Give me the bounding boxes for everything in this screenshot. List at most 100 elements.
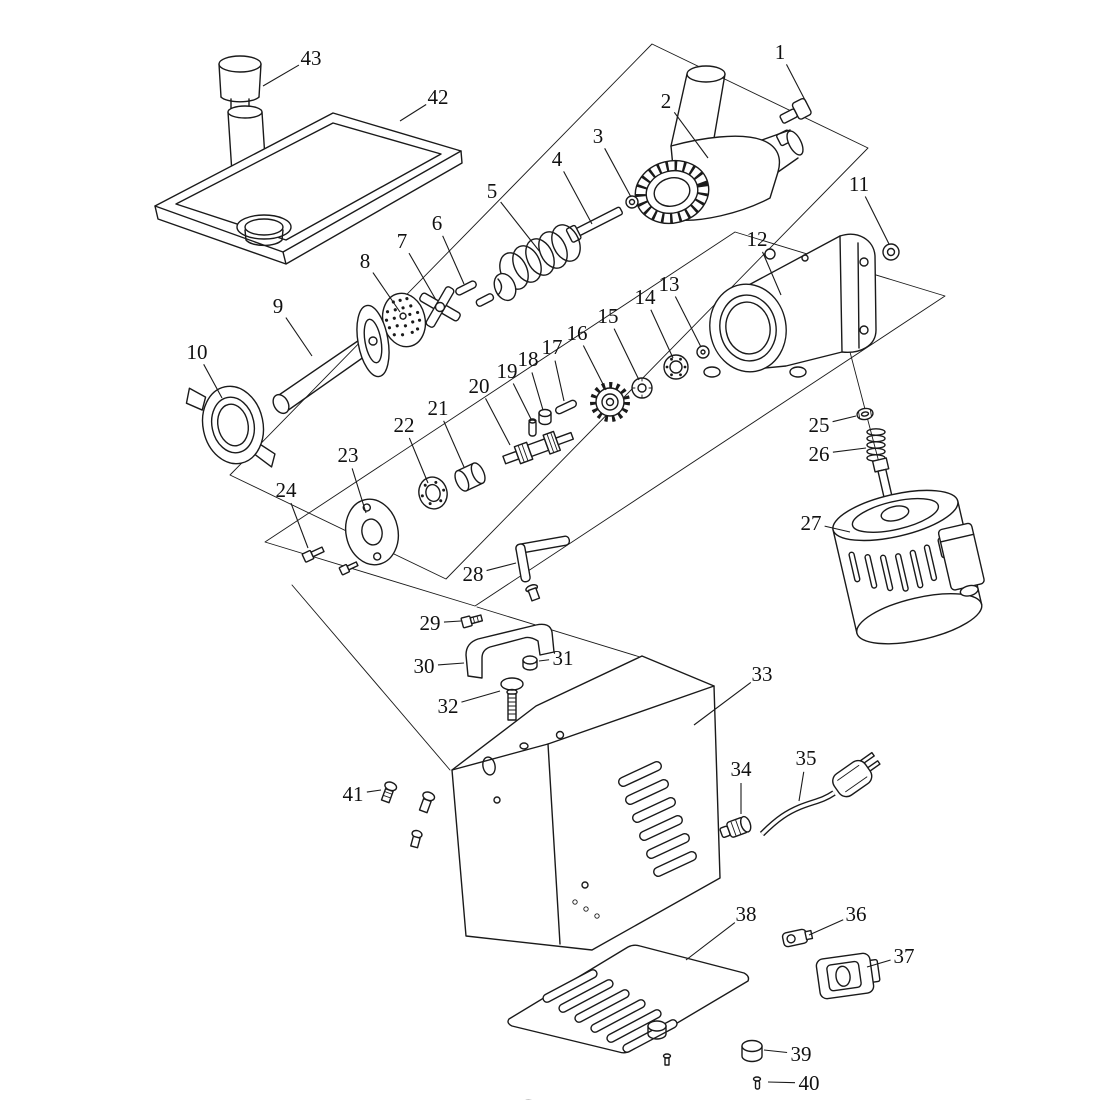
part-label-19: 19 [497, 359, 518, 383]
part-29-screw [460, 614, 484, 629]
part-11-circlip [882, 243, 900, 261]
leader-line-23 [351, 468, 367, 514]
part-30-handle [465, 623, 555, 679]
leader-line-11 [864, 196, 890, 245]
part-24-screws [301, 546, 359, 576]
leader-line-5 [500, 201, 541, 253]
leader-line-36 [808, 919, 844, 936]
footer-mark: C [516, 1093, 539, 1100]
leader-line-12 [762, 251, 782, 296]
leader-line-33 [693, 681, 752, 726]
part-label-40: 40 [799, 1071, 820, 1095]
part-label-11: 11 [849, 172, 869, 196]
part-label-9: 9 [273, 294, 284, 318]
part-10-locking-ring [185, 385, 276, 468]
leader-line-18 [531, 372, 544, 411]
part-label-16: 16 [567, 321, 588, 345]
part-label-21: 21 [428, 396, 449, 420]
part-27-motor [832, 457, 985, 645]
part-19-pin [528, 418, 537, 437]
part-label-13: 13 [659, 272, 680, 296]
part-42-tray [154, 112, 463, 265]
part-2-head-housing [634, 65, 804, 225]
leader-line-7 [408, 252, 437, 301]
part-label-34: 34 [731, 757, 753, 781]
part-3-washer [625, 195, 639, 209]
part-28-hex-wrench [515, 535, 571, 583]
part-label-2: 2 [661, 89, 672, 113]
part-39-foot [647, 1020, 763, 1066]
part-28b-screw [525, 584, 541, 602]
part-label-39: 39 [791, 1042, 812, 1066]
part-9-auger-tube [272, 304, 390, 415]
part-38-bottom-plate [507, 944, 750, 1054]
part-label-12: 12 [747, 227, 768, 251]
part-label-14: 14 [635, 285, 657, 309]
part-label-31: 31 [553, 646, 574, 670]
leader-line-3 [604, 148, 632, 198]
part-label-25: 25 [809, 413, 830, 437]
part-26-spring [866, 428, 886, 462]
leader-line-38 [685, 922, 736, 961]
part-5-auger-spiral [475, 224, 581, 307]
leader-line-29 [443, 620, 462, 623]
part-21-bushing [454, 462, 486, 492]
leader-line-26 [832, 447, 867, 453]
part-40-screw [752, 1076, 762, 1090]
leader-line-24 [290, 502, 309, 549]
part-label-6: 6 [432, 211, 443, 235]
part-label-23: 23 [338, 443, 359, 467]
part-label-41: 41 [343, 782, 364, 806]
leader-line-25 [832, 415, 857, 423]
part-41-screws [380, 781, 436, 849]
part-label-4: 4 [552, 147, 563, 171]
part-label-28: 28 [463, 562, 484, 586]
part-label-7: 7 [397, 229, 408, 253]
part-22-bearing [418, 476, 448, 510]
part-25-nut [856, 407, 874, 421]
leader-line-1 [785, 64, 807, 103]
part-label-32: 32 [438, 694, 459, 718]
part-12-gearbox-housing [703, 233, 877, 378]
leader-line-15 [613, 328, 640, 381]
leader-line-21 [443, 420, 465, 468]
leader-line-37 [866, 959, 891, 968]
part-16-gear [590, 382, 630, 422]
leader-line-2 [673, 111, 709, 159]
leader-line-27 [824, 525, 851, 533]
part-4-shaft [565, 206, 623, 243]
leader-line-17 [554, 360, 565, 402]
part-14-bearing [663, 354, 689, 380]
part-23-end-flange [344, 498, 400, 566]
part-6-pin [455, 280, 477, 296]
leader-line-31 [538, 659, 550, 662]
part-34-cable-gland [719, 815, 752, 839]
leader-line-32 [461, 690, 501, 703]
leader-line-8 [372, 272, 401, 313]
part-label-35: 35 [796, 746, 817, 770]
leader-line-19 [512, 383, 532, 420]
leader-line-16 [582, 345, 607, 391]
part-label-36: 36 [846, 902, 867, 926]
leader-line-13 [674, 296, 702, 348]
part-label-8: 8 [360, 249, 371, 273]
leader-line-22 [408, 437, 429, 484]
part-label-24: 24 [276, 478, 298, 502]
part-20-gear-shaft [502, 430, 575, 465]
leader-line-28 [486, 562, 517, 572]
callout-layer: 1234567891011121314151617181920212223242… [187, 40, 915, 1095]
leader-line-39 [763, 1049, 788, 1054]
part-32-thumb-screw [500, 677, 524, 721]
part-label-5: 5 [487, 179, 498, 203]
part-18-bushing [538, 408, 552, 426]
part-label-22: 22 [394, 413, 415, 437]
part-label-29: 29 [420, 611, 441, 635]
part-label-1: 1 [775, 40, 786, 64]
leader-line-6 [442, 235, 465, 285]
part-7-cutting-blade [419, 286, 461, 328]
part-label-27: 27 [801, 511, 822, 535]
part-8-grinding-plate [381, 292, 427, 348]
leader-line-9 [285, 317, 313, 357]
